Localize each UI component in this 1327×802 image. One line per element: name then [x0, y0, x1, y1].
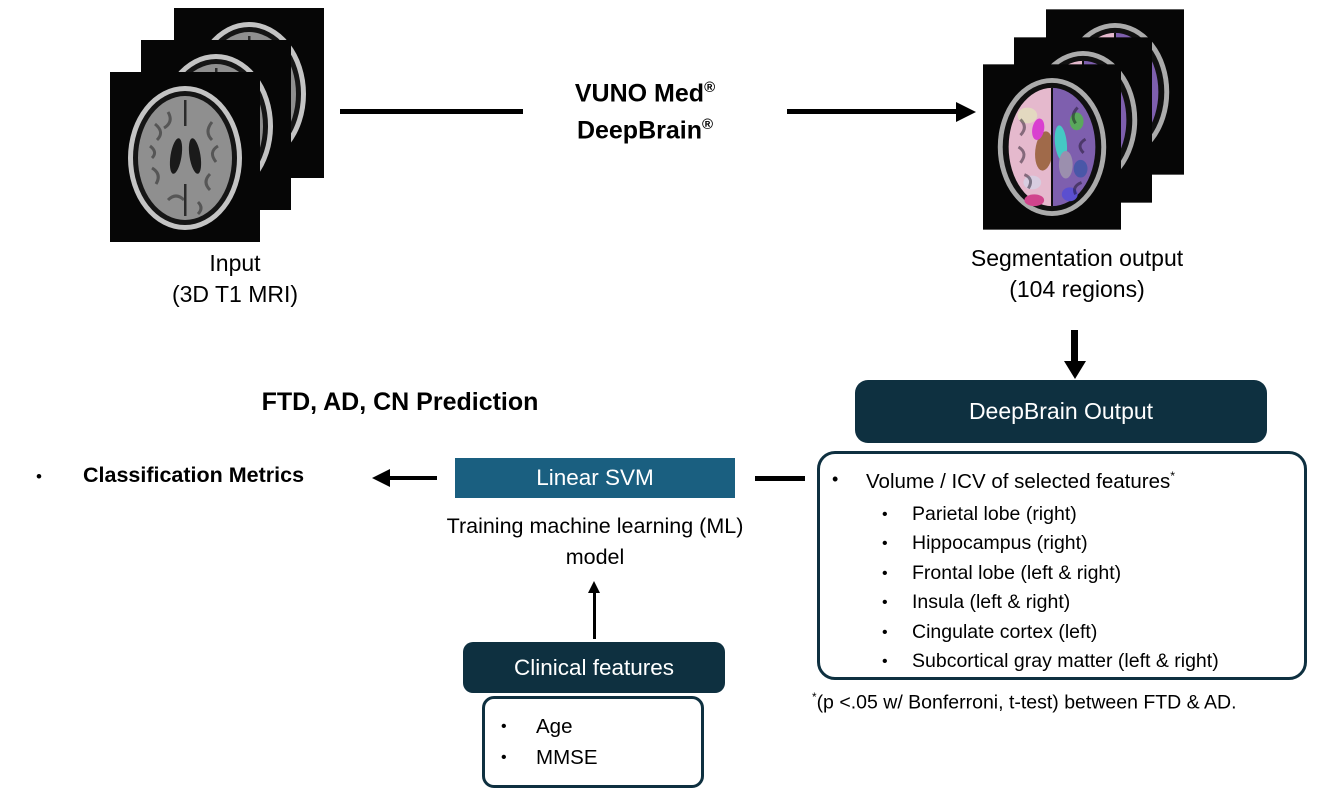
arrow-processor-to-segmentation-head — [956, 101, 976, 122]
training-label: Training machine learning (ML) model — [430, 511, 760, 573]
list-item: •Insula (left & right) — [882, 588, 1304, 618]
segmentation-slice-front — [983, 63, 1121, 231]
arrow-svm-to-metrics-line — [388, 476, 437, 480]
bullet-icon: • — [882, 623, 888, 641]
footnote: *(p <.05 w/ Bonferroni, t-test) between … — [812, 691, 1237, 715]
deepbrain-output-box: DeepBrain Output — [855, 380, 1267, 443]
segmentation-label: Segmentation output (104 regions) — [927, 243, 1227, 305]
bullet-icon: • — [501, 749, 507, 766]
list-item: •Cingulate cortex (left) — [882, 618, 1304, 648]
linear-svm-box: Linear SVM — [455, 458, 735, 498]
bullet-icon: • — [36, 467, 42, 486]
arrow-segmentation-to-output-line — [1071, 330, 1078, 362]
clinical-list: •Age •MMSE — [485, 699, 701, 773]
processor-line1: VUNO Med — [574, 79, 705, 108]
clinical-features-title: Clinical features — [513, 654, 675, 680]
footnote-asterisk: * — [812, 691, 817, 704]
features-list: •Parietal lobe (right) •Hippocampus (rig… — [882, 500, 1304, 677]
connector-panel-to-svm — [755, 476, 805, 481]
classification-metrics-label: Classification Metrics — [83, 463, 305, 487]
list-item: •Hippocampus (right) — [882, 529, 1304, 559]
features-header-row: • Volume / ICV of selected features* — [830, 469, 1304, 494]
segmentation-label-line1: Segmentation output — [970, 245, 1184, 271]
bullet-icon: • — [882, 564, 888, 582]
clinical-list-panel: •Age •MMSE — [482, 696, 704, 788]
bullet-icon: • — [832, 469, 839, 489]
arrow-svm-to-metrics-head — [372, 469, 390, 487]
bullet-icon: • — [882, 653, 888, 671]
clinical-features-box: Clinical features — [463, 642, 725, 693]
bullet-icon: • — [501, 718, 507, 735]
prediction-title: FTD, AD, CN Prediction — [261, 388, 539, 416]
arrow-clinical-to-training-line — [593, 592, 596, 639]
arrow-clinical-to-training-head — [588, 581, 600, 593]
features-header-asterisk: * — [1170, 469, 1176, 483]
list-item: •Parietal lobe (right) — [882, 500, 1304, 530]
bullet-icon: • — [882, 535, 888, 553]
arrow-segmentation-to-output-head — [1063, 361, 1086, 379]
deepbrain-output-title: DeepBrain Output — [968, 398, 1154, 424]
arrow-processor-to-segmentation-line — [787, 109, 957, 114]
input-label-line2: (3D T1 MRI) — [171, 281, 299, 307]
input-label: Input (3D T1 MRI) — [110, 248, 360, 310]
input-label-line1: Input — [209, 250, 261, 276]
list-item: •MMSE — [501, 742, 701, 773]
training-label-line1: Training machine learning (ML) — [446, 514, 744, 538]
features-panel: • Volume / ICV of selected features* •Pa… — [817, 451, 1307, 680]
list-item: •Age — [501, 711, 701, 742]
classification-metrics-row: • Classification Metrics — [36, 463, 376, 488]
features-header: Volume / ICV of selected features — [866, 469, 1171, 493]
registered-mark-2: ® — [701, 116, 714, 134]
linear-svm-label: Linear SVM — [536, 465, 654, 490]
processor-line2: DeepBrain — [576, 116, 702, 145]
footnote-text: (p <.05 w/ Bonferroni, t-test) between F… — [816, 691, 1237, 714]
bullet-icon: • — [882, 505, 888, 523]
list-item: •Subcortical gray matter (left & right) — [882, 647, 1304, 677]
processor-title: VUNO Med® DeepBrain® — [495, 72, 795, 147]
arrow-input-to-processor — [340, 109, 523, 114]
segmentation-label-line2: (104 regions) — [1009, 276, 1145, 302]
registered-mark-1: ® — [704, 79, 716, 96]
bullet-icon: • — [882, 594, 888, 612]
training-label-line2: model — [565, 545, 625, 569]
list-item: •Frontal lobe (left & right) — [882, 559, 1304, 589]
input-mri-slice-front — [110, 72, 260, 242]
